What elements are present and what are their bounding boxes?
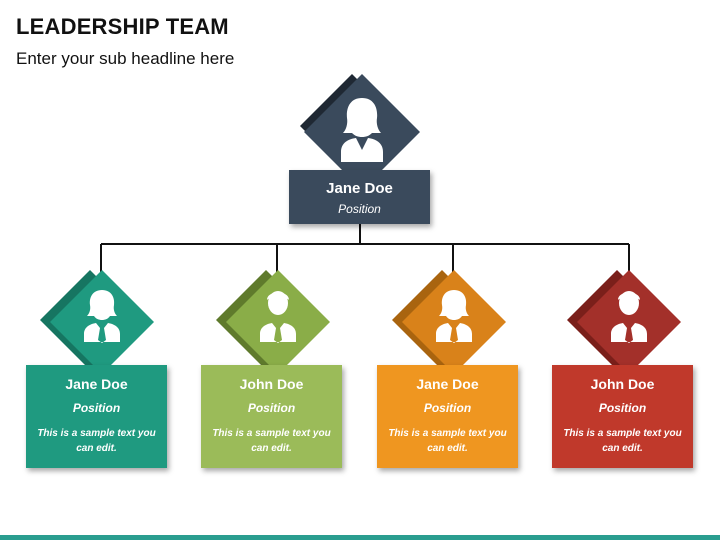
page-subtitle: Enter your sub headline here [16,49,235,68]
member-1-position: Position [72,401,121,415]
member-1-description: This is a sample text you can edit. [37,428,156,454]
member-1-diamond [38,266,162,376]
member-3-position: Position [423,401,472,415]
member-4-position: Position [598,401,647,415]
member-4-description: This is a sample text you can edit. [563,428,682,454]
member-card-3: Jane Doe Position This is a sample text … [377,365,518,468]
top-member-name: Jane Doe [326,180,393,197]
top-member-position: Position [338,202,381,216]
member-card-4: John Doe Position This is a sample text … [552,365,693,468]
member-3-description: This is a sample text you can edit. [388,428,507,454]
member-card-1: Jane Doe Position This is a sample text … [26,365,167,468]
member-3-name: Jane Doe [416,376,479,392]
member-4-diamond [565,266,689,376]
male-user-icon [611,291,647,343]
member-4-name: John Doe [590,376,655,392]
female-user-icon [84,290,120,343]
member-3-diamond [390,266,514,376]
female-user-icon [436,290,472,343]
member-card-2: John Doe Position This is a sample text … [201,365,342,468]
female-user-icon [341,98,383,162]
page-title: LEADERSHIP TEAM [16,14,229,39]
member-2-description: This is a sample text you can edit. [212,428,331,454]
member-2-position: Position [247,401,296,415]
top-member-diamond [300,70,424,194]
member-2-name: John Doe [239,376,304,392]
male-user-icon [260,291,296,343]
top-member-card: Jane Doe Position [289,170,430,224]
member-2-diamond [214,266,338,376]
member-1-name: Jane Doe [65,376,128,392]
bottom-accent-bar [0,535,720,540]
